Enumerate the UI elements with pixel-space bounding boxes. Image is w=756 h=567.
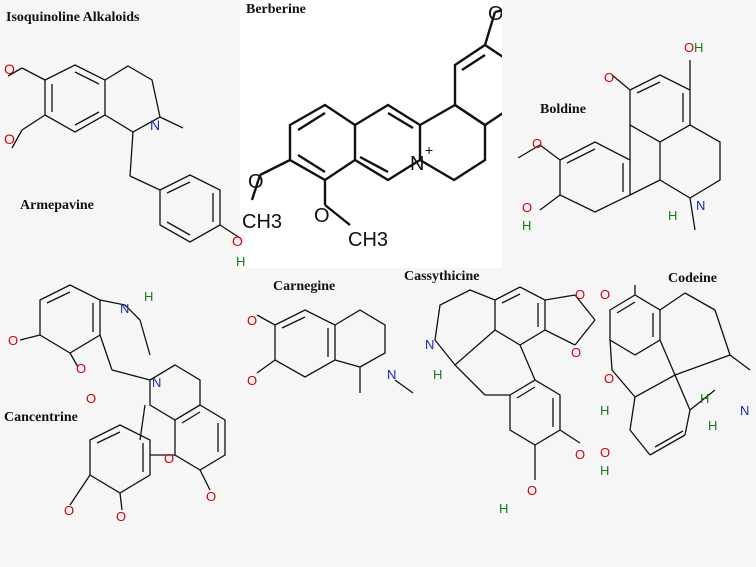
n-atom: N <box>120 301 129 316</box>
o-atom: O <box>532 136 542 151</box>
o-atom: O <box>488 3 502 25</box>
n-atom: N <box>425 337 434 352</box>
h-atom: H <box>499 501 508 516</box>
cancentrine-name: Cancentrine <box>4 410 78 425</box>
h-atom: H <box>144 289 153 304</box>
berberine-panel <box>240 0 502 268</box>
codeine-structure: O O H O H H H N <box>600 285 751 478</box>
h-atom: H <box>668 208 677 223</box>
armepavine-name: Armepavine <box>20 198 94 213</box>
o-atom: O <box>522 200 532 215</box>
o-atom: O <box>575 447 585 462</box>
o-atom: O <box>206 489 216 504</box>
o-atom: O <box>76 361 86 376</box>
charge-plus: + <box>425 142 433 158</box>
o-atom: O <box>8 333 18 348</box>
o-atom: O <box>86 391 96 406</box>
carnegine-structure: O O N <box>247 309 414 394</box>
o-atom: O <box>164 451 174 466</box>
o-atom: O <box>4 61 15 77</box>
o-atom: O <box>575 287 585 302</box>
o-atom: O <box>247 313 257 328</box>
cassythicine-name: Cassythicine <box>404 269 480 284</box>
n-atom: N <box>696 198 705 213</box>
o-atom: O <box>600 445 610 460</box>
h-atom: H <box>236 254 245 269</box>
o-atom: O <box>604 70 614 85</box>
h-atom: H <box>708 418 717 433</box>
h-atom: H <box>433 367 442 382</box>
armepavine-structure: O O N O H <box>4 61 245 269</box>
o-atom: O <box>64 503 74 518</box>
berberine-name: Berberine <box>246 2 306 17</box>
berberine-structure: N + O O O CH3 O CH3 <box>242 3 502 251</box>
n-atom: N <box>150 117 160 133</box>
o-atom: O <box>571 345 581 360</box>
boldine-structure: O H O O O H N H <box>517 40 721 233</box>
ch3-group: CH3 <box>348 229 388 251</box>
o-atom: O <box>232 233 243 249</box>
o-atom: O <box>604 371 614 386</box>
o-atom: O <box>116 509 126 524</box>
o-atom: O <box>314 205 330 227</box>
h-atom: H <box>700 391 709 406</box>
o-atom: O <box>4 131 15 147</box>
o-atom: O <box>600 287 610 302</box>
codeine-name: Codeine <box>668 271 717 286</box>
h-atom: H <box>522 218 531 233</box>
h-atom: H <box>600 463 609 478</box>
figure-heading: Isoquinoline Alkaloids <box>6 10 140 25</box>
carnegine-name: Carnegine <box>273 279 336 294</box>
ch3-group: CH3 <box>242 211 282 233</box>
n-atom: N <box>387 367 396 382</box>
o-atom: O <box>247 373 257 388</box>
boldine-name: Boldine <box>540 102 586 117</box>
o-atom: O <box>684 40 694 55</box>
h-atom: H <box>600 403 609 418</box>
cassythicine-structure: O O N H O O H <box>425 286 596 516</box>
n-atom: N <box>152 375 161 390</box>
o-atom: O <box>248 171 264 193</box>
cancentrine-structure: O O N H N O O O O O <box>8 284 226 524</box>
h-atom: H <box>694 40 703 55</box>
n-plus-atom: N <box>410 153 424 175</box>
o-atom: O <box>527 483 537 498</box>
n-atom: N <box>740 403 749 418</box>
